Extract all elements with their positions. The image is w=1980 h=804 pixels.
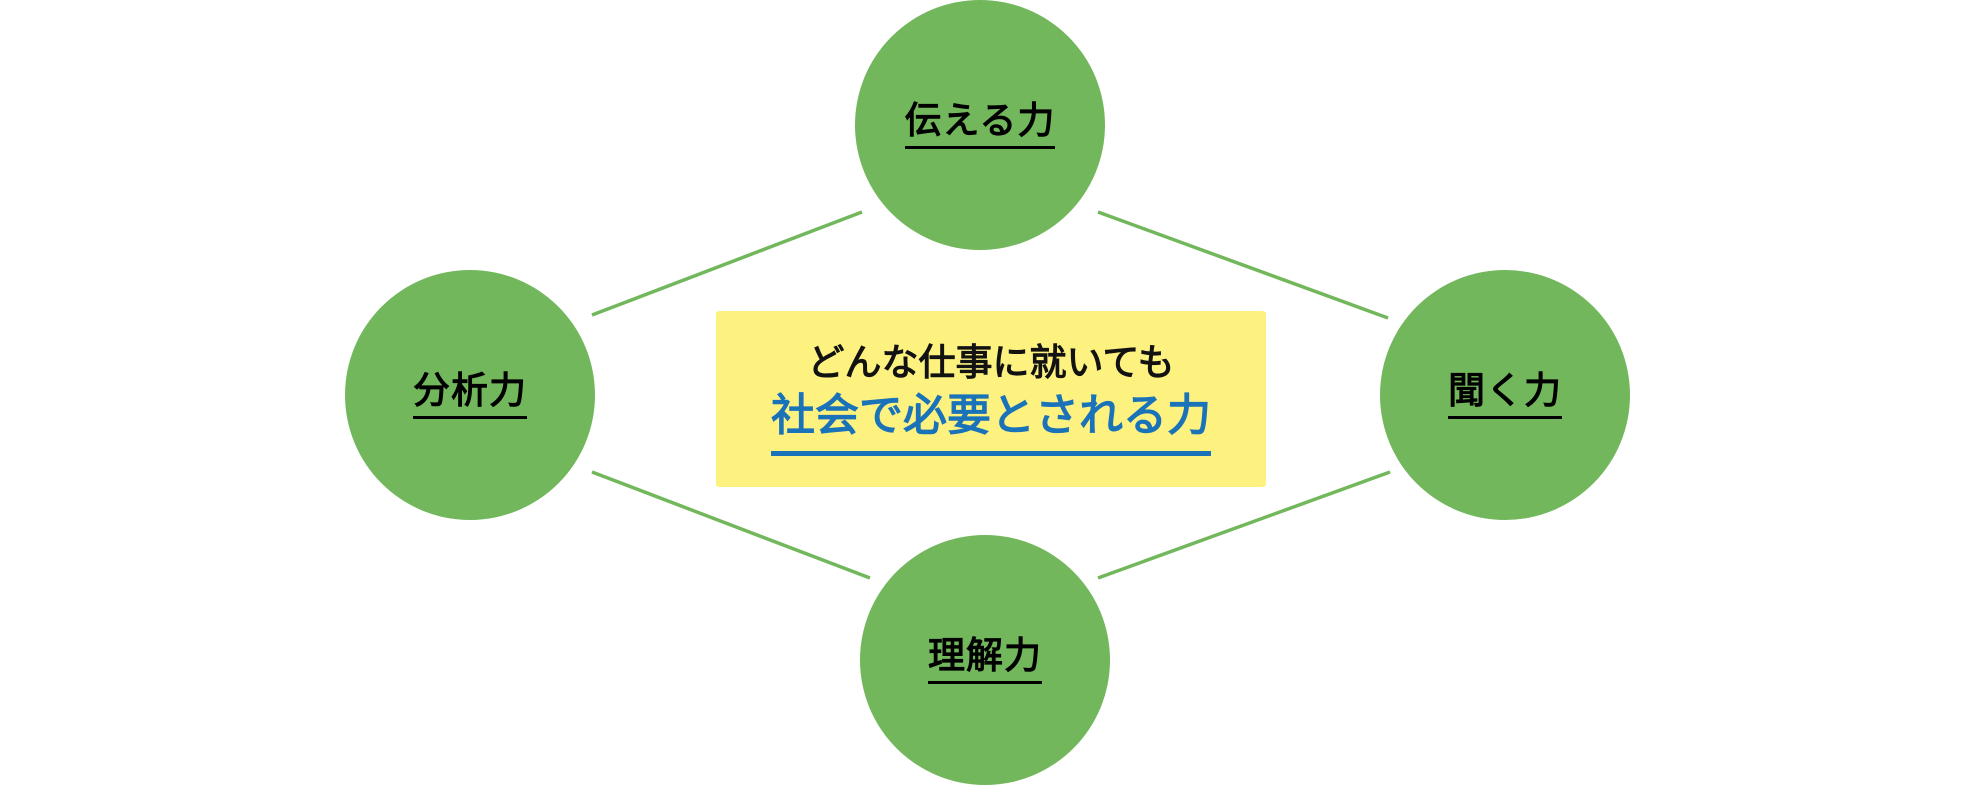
node-right[interactable]: 聞く力 xyxy=(1380,270,1630,520)
center-callout-box: どんな仕事に就いても 社会で必要とされる力 xyxy=(716,311,1266,487)
node-bottom-label: 理解力 xyxy=(928,637,1042,684)
center-callout-line2: 社会で必要とされる力 xyxy=(771,391,1211,457)
connector-bottom-left xyxy=(591,470,871,580)
node-top-label: 伝える力 xyxy=(904,102,1056,149)
node-bottom[interactable]: 理解力 xyxy=(860,535,1110,785)
connector-right-bottom xyxy=(1097,470,1391,580)
node-left-label: 分析力 xyxy=(413,372,527,419)
node-right-label: 聞く力 xyxy=(1448,372,1562,419)
connector-top-right xyxy=(1097,210,1389,320)
node-left[interactable]: 分析力 xyxy=(345,270,595,520)
node-top[interactable]: 伝える力 xyxy=(855,0,1105,250)
connector-left-top xyxy=(591,210,863,317)
center-callout-line1: どんな仕事に就いても xyxy=(807,340,1175,384)
